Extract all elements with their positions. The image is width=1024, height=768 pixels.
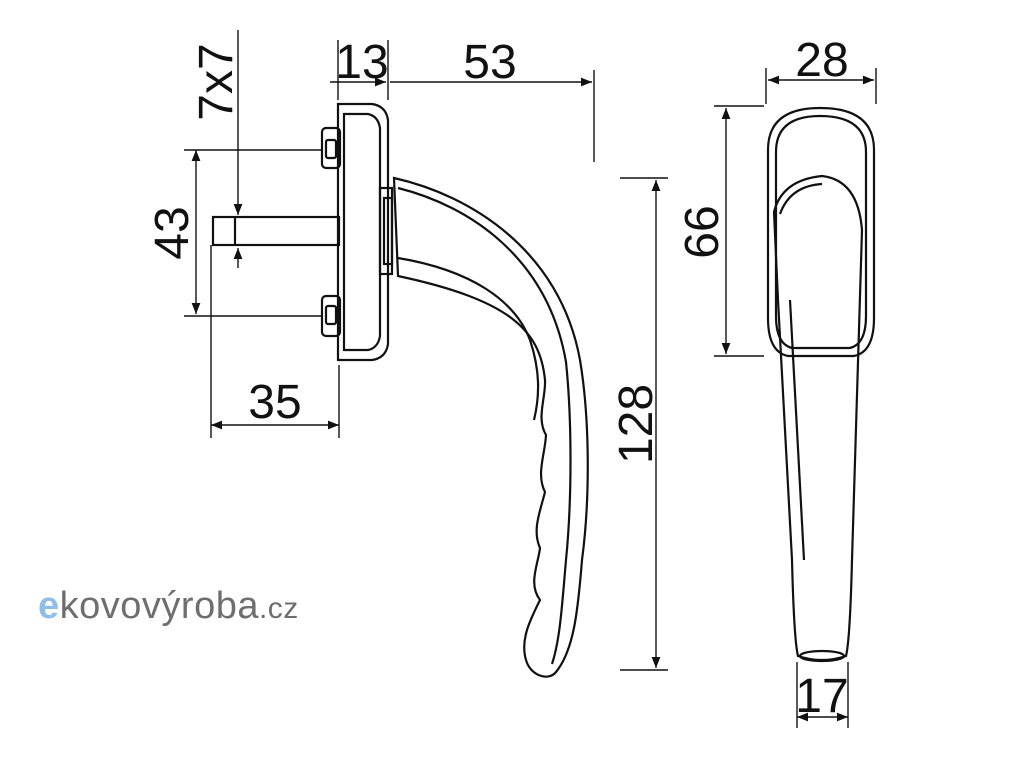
label-17: 17	[795, 670, 848, 723]
lever-side	[392, 176, 589, 678]
label-53: 53	[463, 36, 516, 89]
dimension-13	[330, 40, 389, 100]
side-view	[184, 30, 668, 678]
label-43: 43	[146, 206, 199, 259]
logo-tld: .cz	[258, 592, 299, 625]
dimension-43	[184, 149, 322, 317]
dimension-128	[620, 177, 668, 671]
dimension-66	[714, 105, 764, 357]
label-66: 66	[676, 205, 729, 258]
dimension-17	[796, 662, 849, 728]
lever-front	[772, 174, 864, 663]
label-128: 128	[610, 384, 663, 464]
dimension-35	[210, 245, 340, 438]
dimension-53	[390, 70, 595, 162]
rosette-side	[336, 102, 394, 362]
logo-name: kovovýroba	[59, 585, 259, 627]
square-spindle	[211, 215, 341, 247]
label-13: 13	[335, 36, 388, 89]
ekovovyroba-logo: ekovovýroba.cz	[38, 585, 299, 628]
logo-letter-e: e	[38, 585, 60, 627]
label-35: 35	[248, 376, 301, 429]
dimension-28	[765, 68, 877, 104]
label-28: 28	[795, 34, 848, 87]
front-view	[714, 68, 877, 728]
rosette-front	[766, 106, 876, 358]
label-7x7: 7x7	[190, 43, 243, 120]
